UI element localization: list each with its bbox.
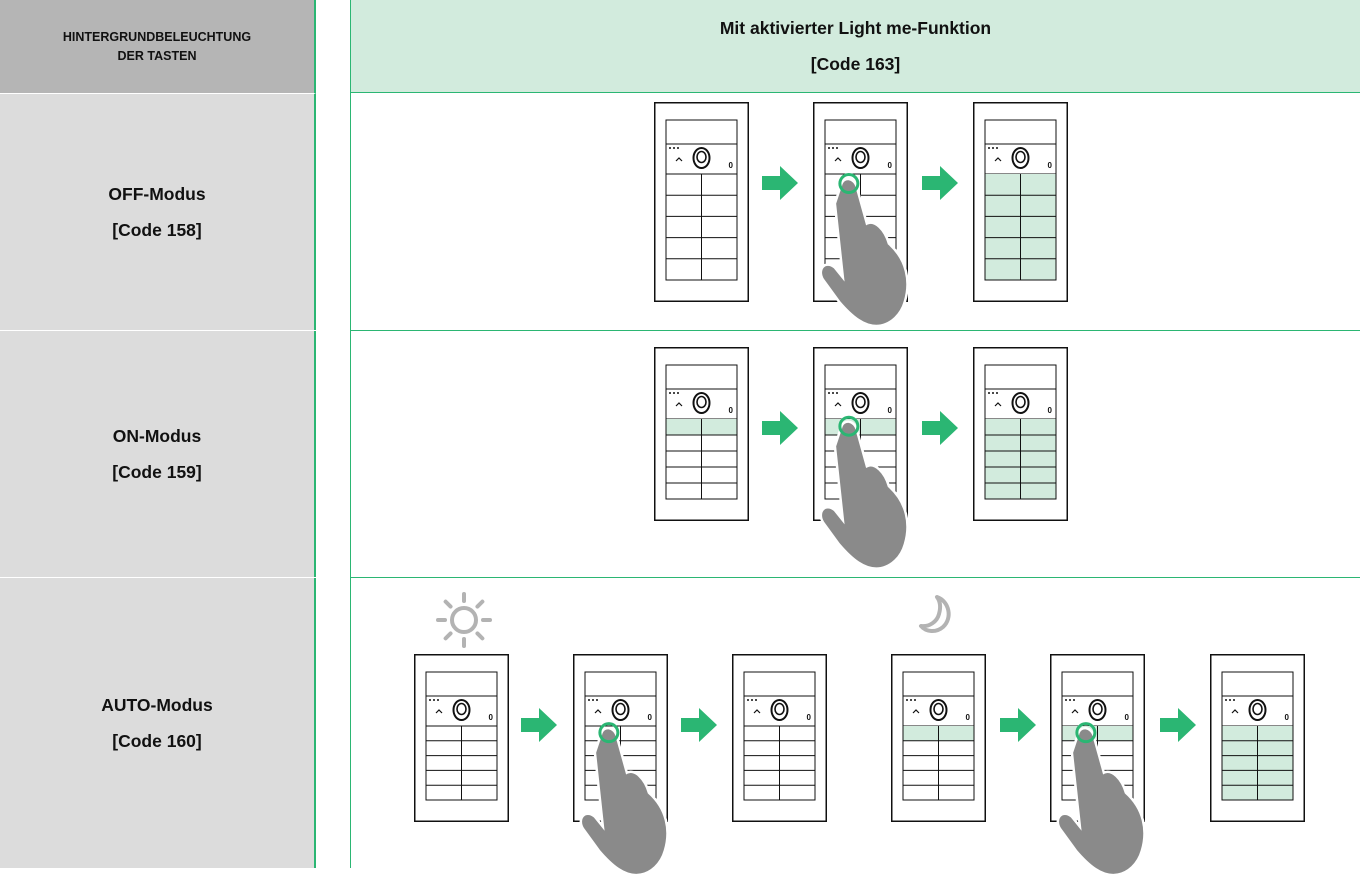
panel-auto-night-3: 0 bbox=[1210, 654, 1305, 822]
pointing-hand-icon bbox=[819, 173, 909, 328]
column-header-lightme: Mit aktivierter Light me-Funktion [Code … bbox=[350, 0, 1360, 93]
svg-text:0: 0 bbox=[807, 713, 812, 722]
svg-text:0: 0 bbox=[966, 713, 971, 722]
panel-off-2: 0 bbox=[813, 102, 909, 328]
pointing-hand-icon bbox=[1056, 722, 1146, 877]
svg-text:0: 0 bbox=[888, 161, 893, 170]
arrow-right-icon bbox=[762, 411, 798, 445]
mode-name: OFF-Modus bbox=[108, 184, 206, 204]
panel-off-1: 0 bbox=[654, 102, 749, 302]
arrow-right-icon bbox=[762, 166, 798, 200]
column-header-line1: HINTERGRUNDBELEUCHTUNG bbox=[62, 29, 252, 44]
column-header-line2: DER TASTEN bbox=[117, 48, 197, 63]
svg-text:0: 0 bbox=[729, 161, 734, 170]
panel-on-2: 0 bbox=[813, 347, 909, 570]
pointing-hand-icon bbox=[819, 415, 909, 570]
svg-text:0: 0 bbox=[489, 713, 494, 722]
arrow-right-icon bbox=[521, 708, 557, 742]
svg-text:0: 0 bbox=[729, 406, 734, 415]
panel-off-3: 0 bbox=[973, 102, 1068, 302]
svg-text:0: 0 bbox=[1048, 406, 1053, 415]
panel-on-1: 0 bbox=[654, 347, 749, 521]
arrow-right-icon bbox=[1000, 708, 1036, 742]
pointing-hand-icon bbox=[579, 722, 669, 877]
panel-auto-night-2: 0 bbox=[1050, 654, 1146, 877]
mode-code: [Code 158] bbox=[112, 220, 202, 240]
panel-auto-day-1: 0 bbox=[414, 654, 509, 822]
arrow-right-icon bbox=[922, 166, 958, 200]
column-header-code: [Code 163] bbox=[810, 54, 901, 74]
svg-text:0: 0 bbox=[1048, 161, 1053, 170]
sun-icon bbox=[436, 592, 492, 648]
arrow-right-icon bbox=[1160, 708, 1196, 742]
panel-on-3: 0 bbox=[973, 347, 1068, 521]
column-header-title: Mit aktivierter Light me-Funktion bbox=[719, 18, 992, 38]
mode-name: ON-Modus bbox=[112, 426, 202, 446]
panel-auto-day-2: 0 bbox=[573, 654, 669, 877]
moon-icon bbox=[919, 595, 951, 633]
panel-auto-night-1: 0 bbox=[891, 654, 986, 822]
mode-name: AUTO-Modus bbox=[101, 695, 213, 715]
mode-code: [Code 160] bbox=[112, 731, 202, 751]
arrow-right-icon bbox=[922, 411, 958, 445]
svg-text:0: 0 bbox=[1285, 713, 1290, 722]
svg-text:0: 0 bbox=[648, 713, 653, 722]
row-label-auto: AUTO-Modus [Code 160] bbox=[0, 578, 316, 868]
row-label-on: ON-Modus [Code 159] bbox=[0, 331, 316, 577]
arrow-right-icon bbox=[681, 708, 717, 742]
column-header-backlight: HINTERGRUNDBELEUCHTUNG DER TASTEN bbox=[0, 0, 316, 94]
panel-auto-day-3: 0 bbox=[732, 654, 827, 822]
svg-text:0: 0 bbox=[888, 406, 893, 415]
mode-code: [Code 159] bbox=[112, 462, 202, 482]
svg-text:0: 0 bbox=[1125, 713, 1130, 722]
row-label-off: OFF-Modus [Code 158] bbox=[0, 94, 316, 330]
